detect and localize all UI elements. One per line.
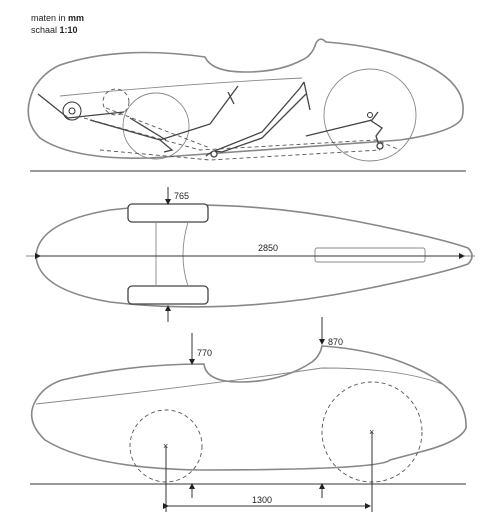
seat-post bbox=[303, 81, 311, 111]
shell-outline-1 bbox=[27, 38, 464, 159]
crank-axle bbox=[68, 107, 76, 115]
chainring bbox=[62, 101, 82, 121]
overall-length-label: 2850 bbox=[258, 243, 278, 253]
seat-frame bbox=[211, 81, 305, 153]
chain-line-upper bbox=[105, 107, 211, 149]
height-870-label: 870 bbox=[328, 337, 343, 347]
front-wheel bbox=[122, 92, 190, 160]
front-wheel-right bbox=[127, 285, 209, 305]
rear-pivot bbox=[376, 142, 384, 150]
top-view-height-label: 765 bbox=[174, 191, 189, 201]
height-770-label: 770 bbox=[197, 348, 212, 358]
side-view-mechanics bbox=[27, 38, 466, 172]
scale-value: 1:10 bbox=[59, 25, 78, 35]
steering-arm bbox=[129, 117, 174, 153]
chainring-alt bbox=[102, 88, 130, 116]
chain-line-lower bbox=[83, 117, 401, 151]
rear-swingarm bbox=[305, 111, 379, 137]
front-axle-right bbox=[182, 221, 189, 287]
units-label: maten in bbox=[31, 13, 66, 23]
units-value: mm bbox=[68, 13, 85, 23]
top-view: 2850 765 bbox=[26, 187, 475, 322]
scale-note: schaal 1:10 bbox=[31, 25, 78, 36]
handle bbox=[227, 91, 235, 105]
rear-suspension bbox=[369, 119, 383, 149]
shell-line-1 bbox=[59, 77, 303, 97]
rear-hub bbox=[367, 112, 373, 118]
frame-pivot bbox=[210, 150, 218, 158]
chain-line-bottom bbox=[99, 149, 381, 161]
shell-line-3 bbox=[35, 367, 443, 405]
shell-outline-3 bbox=[30, 345, 467, 471]
rear-wheel-top bbox=[314, 247, 426, 263]
wheelbase-label: 1300 bbox=[252, 495, 272, 505]
units-note: maten in mm bbox=[31, 13, 84, 24]
scale-label: schaal bbox=[31, 25, 58, 35]
front-wheel-left bbox=[127, 203, 209, 223]
rear-wheel bbox=[323, 68, 417, 162]
main-tube bbox=[89, 85, 239, 141]
crank-arm bbox=[37, 93, 125, 119]
side-view-shell: × × 770 870 1300 bbox=[30, 317, 467, 512]
